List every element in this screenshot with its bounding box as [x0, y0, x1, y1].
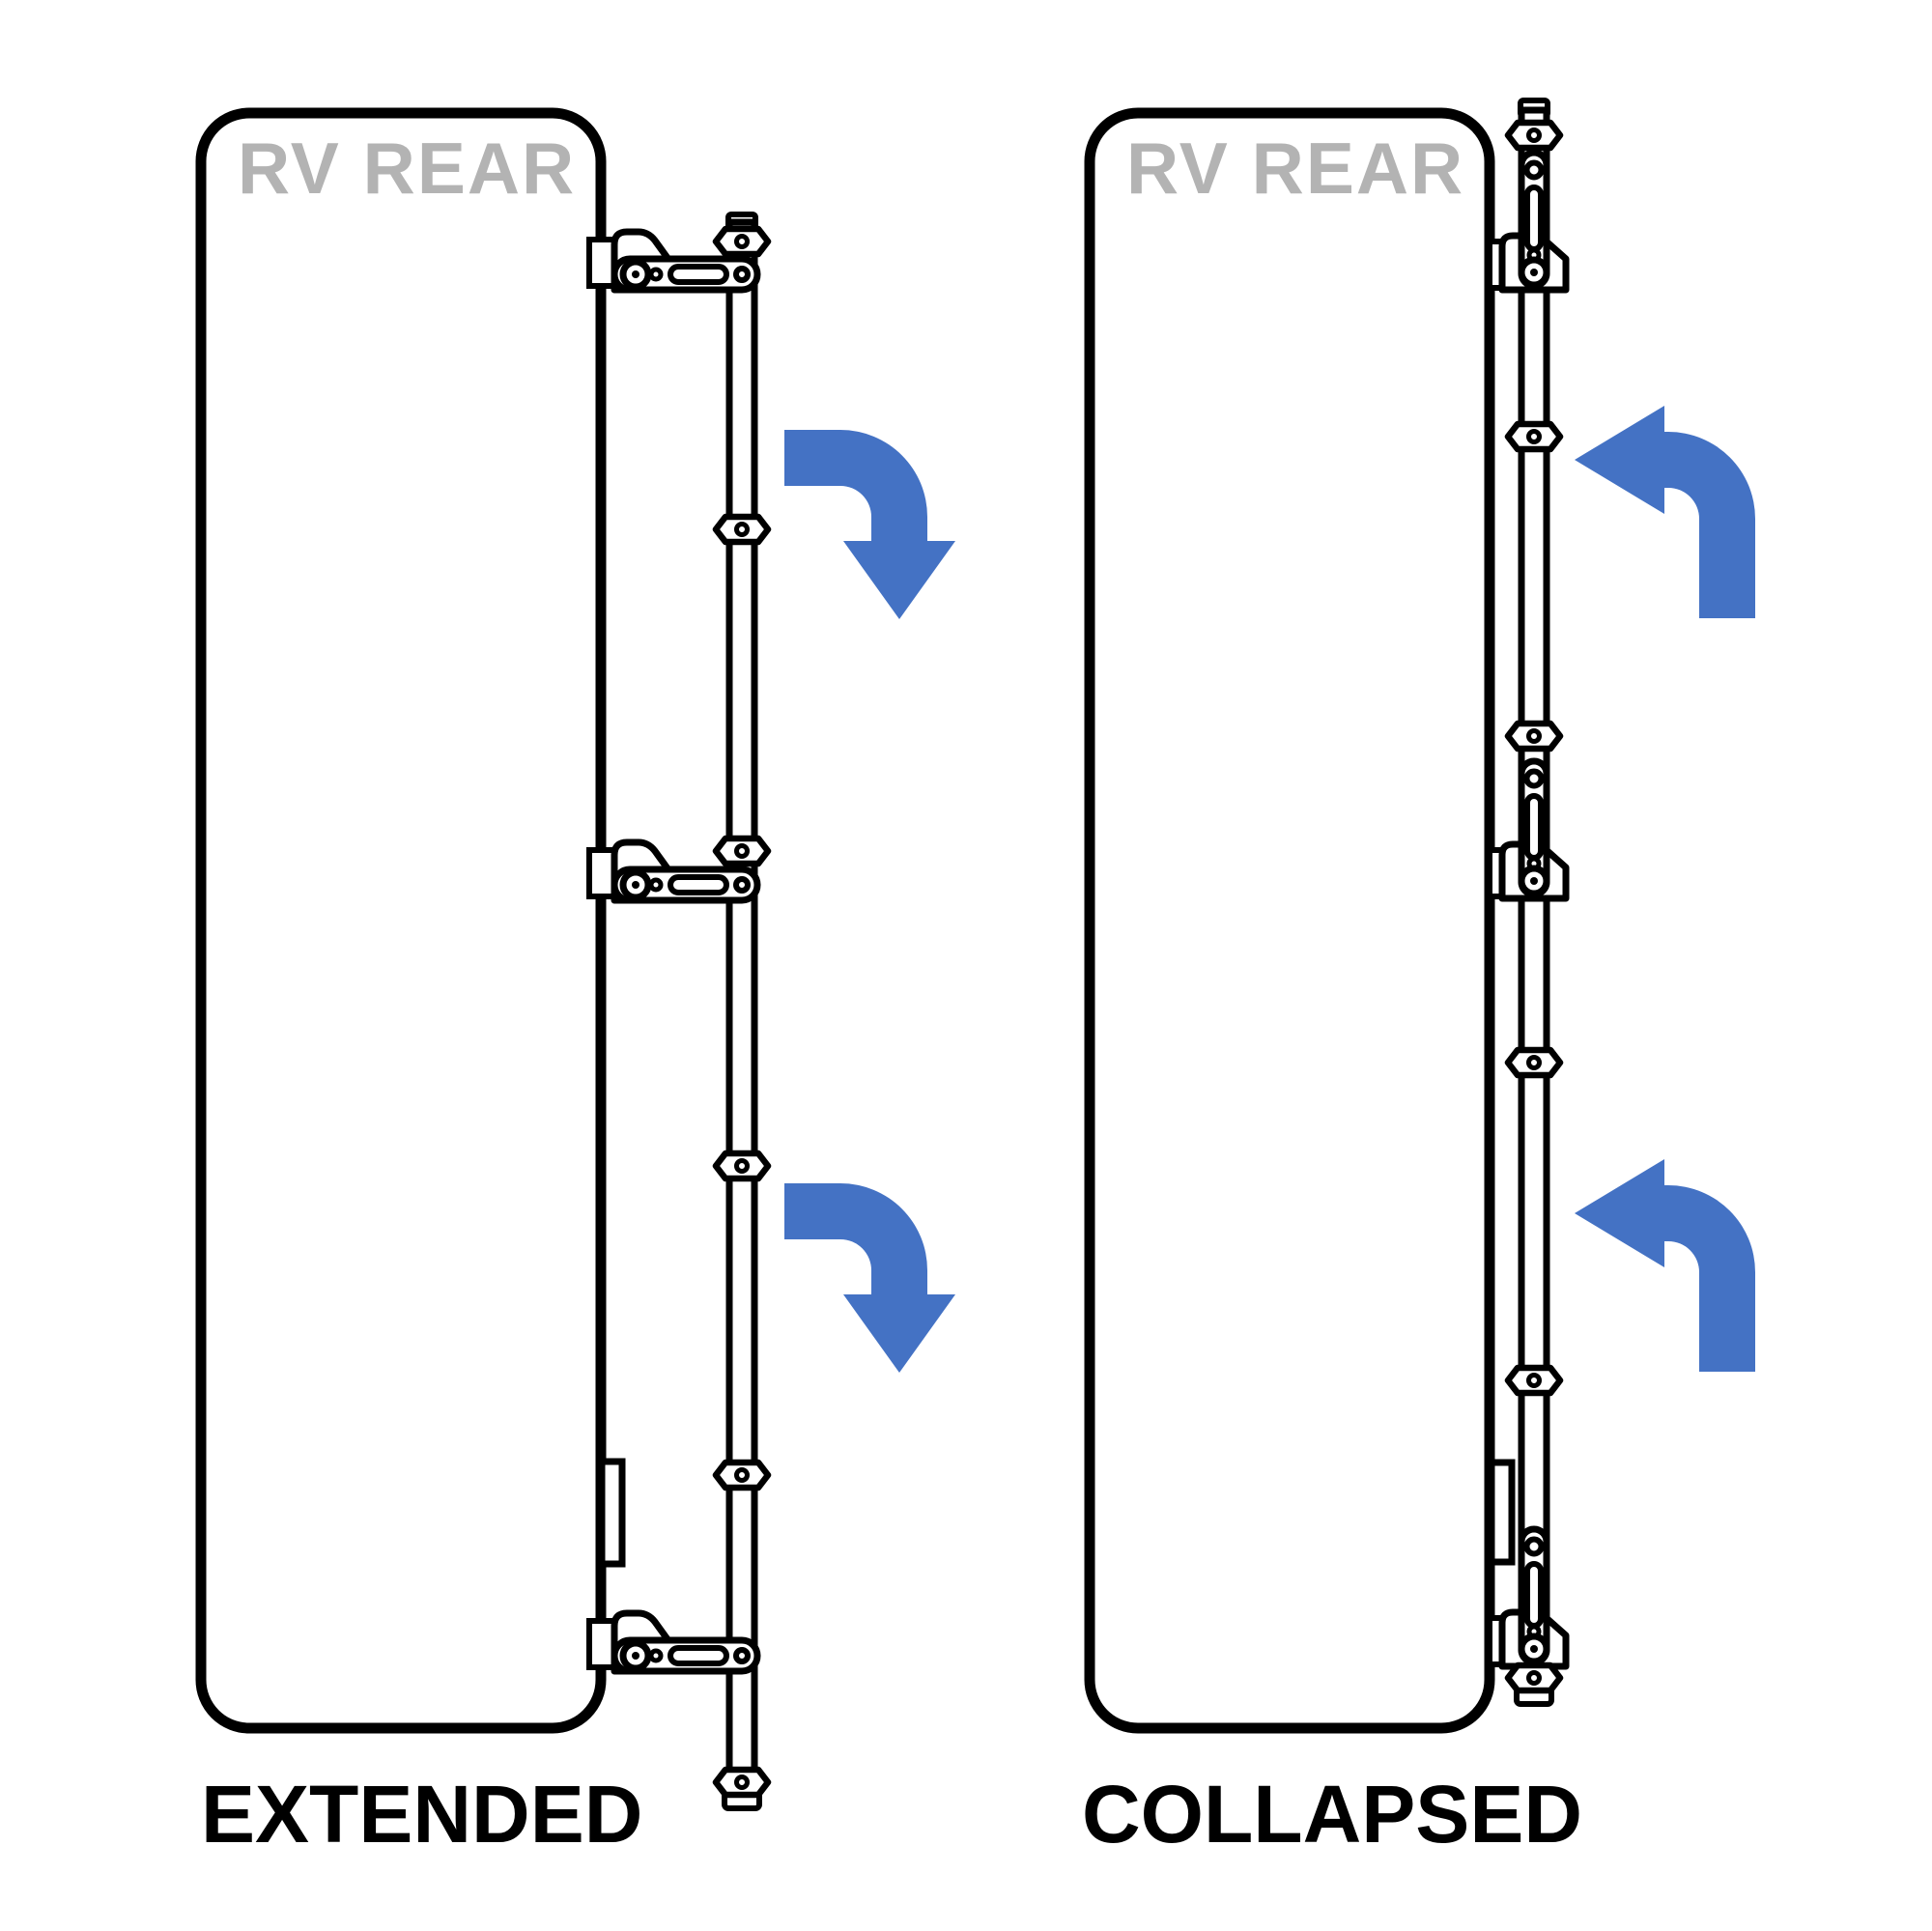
collar-clamp [1508, 1665, 1560, 1690]
collar-clamp [716, 1770, 768, 1795]
ladder-pole-collapsed [1514, 98, 1554, 1707]
rv-body-outline [1084, 107, 1495, 1734]
collar-clamp [716, 517, 768, 542]
extended-panel [195, 107, 955, 1811]
collar-clamp [1508, 123, 1560, 148]
rv-rear-label: RV REAR [1126, 128, 1465, 209]
collar-clamp [1508, 724, 1560, 749]
bent-arrow-left-icon [1575, 1159, 1755, 1372]
pole-tube [725, 218, 758, 1791]
collar-clamp [1508, 1050, 1560, 1075]
rv-rear-label: RV REAR [238, 128, 577, 209]
collar-clamp [716, 229, 768, 254]
collapsed-panel [1084, 98, 1755, 1734]
bent-arrow-left-icon [1575, 406, 1755, 618]
ladder-pole-extended [722, 212, 762, 1811]
rv-edge-notch [598, 1458, 626, 1568]
state-label-collapsed: COLLAPSED [1082, 1769, 1583, 1860]
rv-body-outline [195, 107, 607, 1734]
folded-arm-middle [1490, 761, 1566, 898]
collar-clamp [1508, 424, 1560, 449]
state-label-extended: EXTENDED [201, 1769, 643, 1860]
collar-clamp [716, 1462, 768, 1488]
bent-arrow-down-icon [784, 1183, 955, 1373]
bent-arrow-down-icon [784, 430, 955, 619]
collar-clamp [1508, 1368, 1560, 1393]
collar-clamp [716, 1153, 768, 1178]
collar-clamp [716, 838, 768, 864]
folded-arm-top [1490, 153, 1566, 290]
rv-edge-notch [1488, 1459, 1516, 1566]
